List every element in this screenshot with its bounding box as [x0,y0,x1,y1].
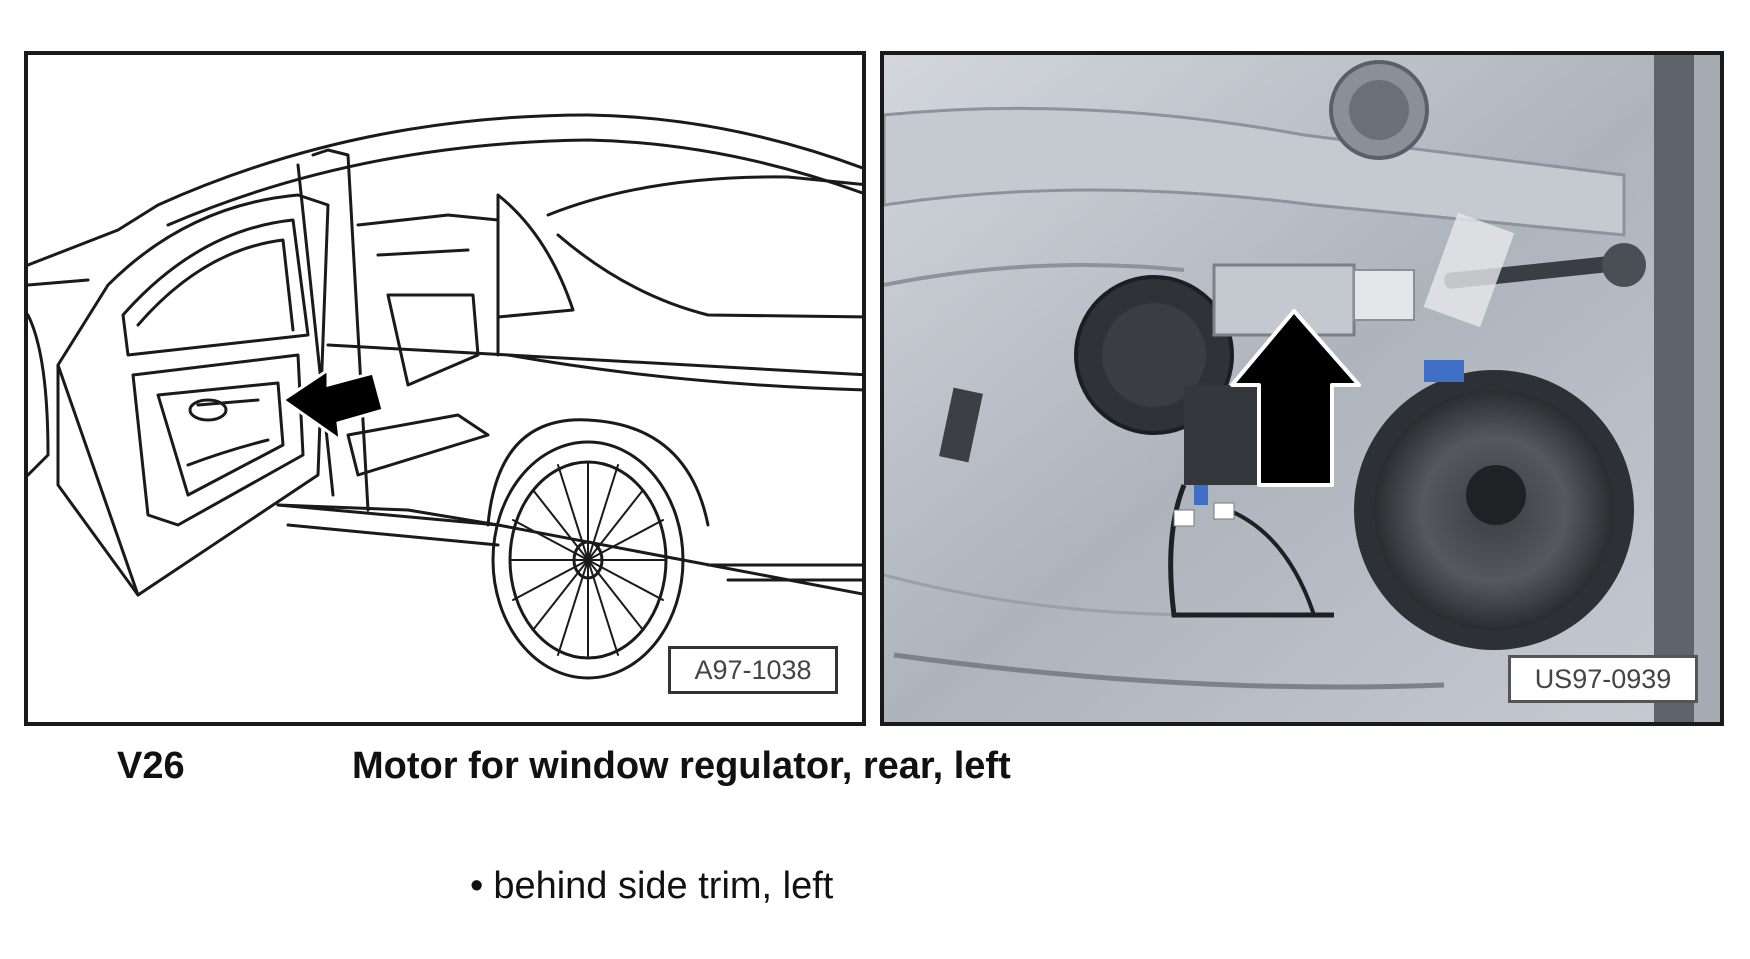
figure-label-left: A97-1038 [668,646,838,694]
door-panel-rendering [884,55,1720,722]
location-note: •behind side trim, left [470,865,833,908]
car-line-drawing [28,113,862,680]
figure-label-right: US97-0939 [1508,655,1698,703]
location-text: behind side trim, left [493,865,834,907]
bullet-icon: • [470,865,484,907]
component-description: Motor for window regulator, rear, left [352,745,1011,787]
figure-car-overview: A97-1038 [24,51,866,726]
component-code: V26 [117,745,185,787]
up-arrow-icon [1230,309,1361,487]
left-arrow-icon [280,367,385,444]
figure-door-interior: US97-0939 [880,51,1724,726]
